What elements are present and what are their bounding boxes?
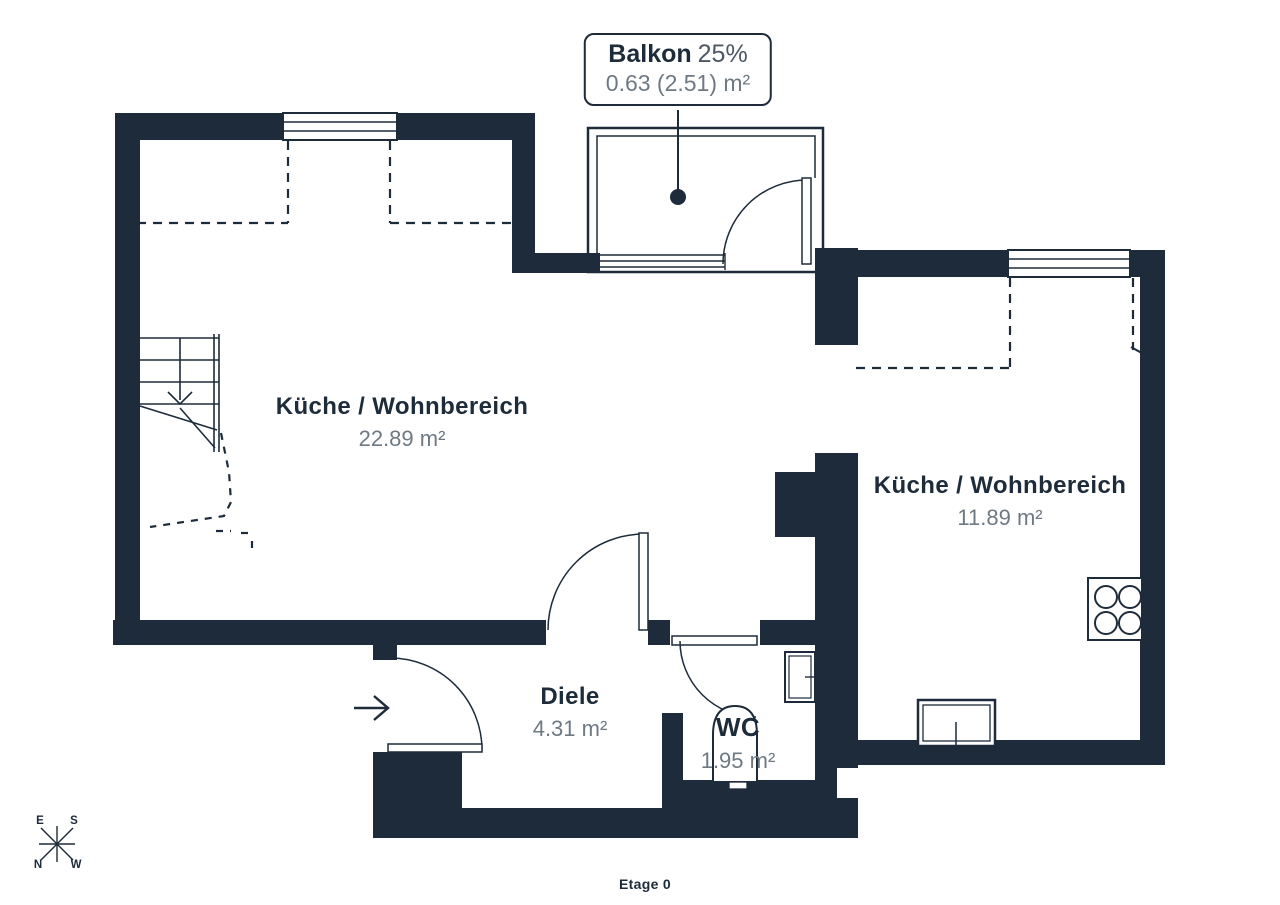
leader-dot bbox=[670, 189, 686, 205]
wall bbox=[837, 798, 858, 838]
balcony-percent: 25% bbox=[697, 40, 748, 68]
wall bbox=[815, 453, 858, 768]
wall bbox=[115, 113, 140, 645]
wall bbox=[512, 138, 535, 255]
stairs-dashed-outline bbox=[149, 432, 254, 552]
door-swing-arc bbox=[389, 657, 483, 751]
wall bbox=[373, 632, 397, 660]
balcony-leader-line bbox=[670, 110, 686, 205]
room-name: Diele bbox=[540, 683, 600, 710]
room-name: WC bbox=[715, 712, 761, 742]
door-swing-arc bbox=[722, 179, 808, 265]
balcony-outline bbox=[586, 126, 825, 274]
ceiling-slope-dashed-lines bbox=[137, 141, 1135, 370]
door-leaf bbox=[638, 532, 649, 631]
room-name: Küche / Wohnbereich bbox=[873, 472, 1127, 499]
compass-label-w: W bbox=[71, 859, 82, 871]
toilet-icon bbox=[712, 704, 758, 790]
compass-rose-icon: E S N W bbox=[34, 815, 82, 871]
wc-sink-icon bbox=[784, 651, 816, 703]
living-room-door bbox=[547, 532, 649, 631]
entrance-door bbox=[387, 657, 483, 753]
balcony-outer-wall bbox=[586, 126, 825, 274]
window-top-right bbox=[1007, 249, 1131, 278]
room-label-wc: WC 1.95 m² bbox=[701, 712, 776, 774]
wall-tick bbox=[1130, 346, 1148, 357]
compass-label-n: N bbox=[34, 859, 42, 871]
door-leaf bbox=[671, 635, 758, 646]
wall bbox=[373, 808, 837, 838]
balcony-inner-wall bbox=[596, 135, 816, 263]
room-area: 1.95 m² bbox=[700, 748, 776, 773]
window-frame bbox=[1007, 249, 1131, 278]
entrance-arrow-icon bbox=[354, 695, 390, 721]
stairs-direction-arrow bbox=[167, 391, 193, 406]
window-top-left bbox=[282, 112, 398, 141]
compass-label-s: S bbox=[70, 815, 78, 827]
window-frame bbox=[282, 112, 398, 141]
room-label-diele: Diele 4.31 m² bbox=[533, 683, 608, 742]
door-swing-arc bbox=[679, 640, 757, 718]
wall bbox=[837, 740, 1165, 765]
door-swing-arc bbox=[547, 533, 645, 631]
wall bbox=[775, 472, 815, 537]
room-area: 22.89 m² bbox=[358, 426, 446, 451]
burner bbox=[1094, 611, 1118, 635]
door-leaf bbox=[801, 177, 812, 265]
floor-indicator: Etage 0 bbox=[619, 876, 671, 892]
wc-door bbox=[670, 619, 760, 718]
burner bbox=[1118, 585, 1142, 609]
stove-icon bbox=[1087, 577, 1143, 641]
room-label-kueche-wohnbereich-left: Küche / Wohnbereich 22.89 m² bbox=[276, 393, 529, 452]
room-area: 11.89 m² bbox=[957, 505, 1043, 530]
wall bbox=[512, 253, 600, 273]
room-label-kueche-wohnbereich-right: Küche / Wohnbereich 11.89 m² bbox=[874, 472, 1127, 531]
compass-label-e: E bbox=[36, 815, 44, 827]
wall bbox=[1140, 250, 1165, 765]
balcony-area: 0.63 (2.51) m² bbox=[605, 70, 751, 96]
stairs-icon bbox=[139, 334, 220, 452]
balcony-name: Balkon bbox=[608, 40, 692, 68]
room-name: Küche / Wohnbereich bbox=[275, 393, 529, 420]
kitchen-sink-icon bbox=[916, 698, 997, 750]
wall bbox=[815, 248, 858, 345]
wall bbox=[815, 768, 837, 838]
wall bbox=[113, 620, 546, 645]
room-area: 4.31 m² bbox=[532, 716, 608, 741]
balcony-door bbox=[722, 177, 812, 265]
burner bbox=[1118, 611, 1142, 635]
door-leaf bbox=[387, 743, 483, 753]
balcony-sliding-window bbox=[600, 253, 726, 270]
burner bbox=[1094, 585, 1118, 609]
